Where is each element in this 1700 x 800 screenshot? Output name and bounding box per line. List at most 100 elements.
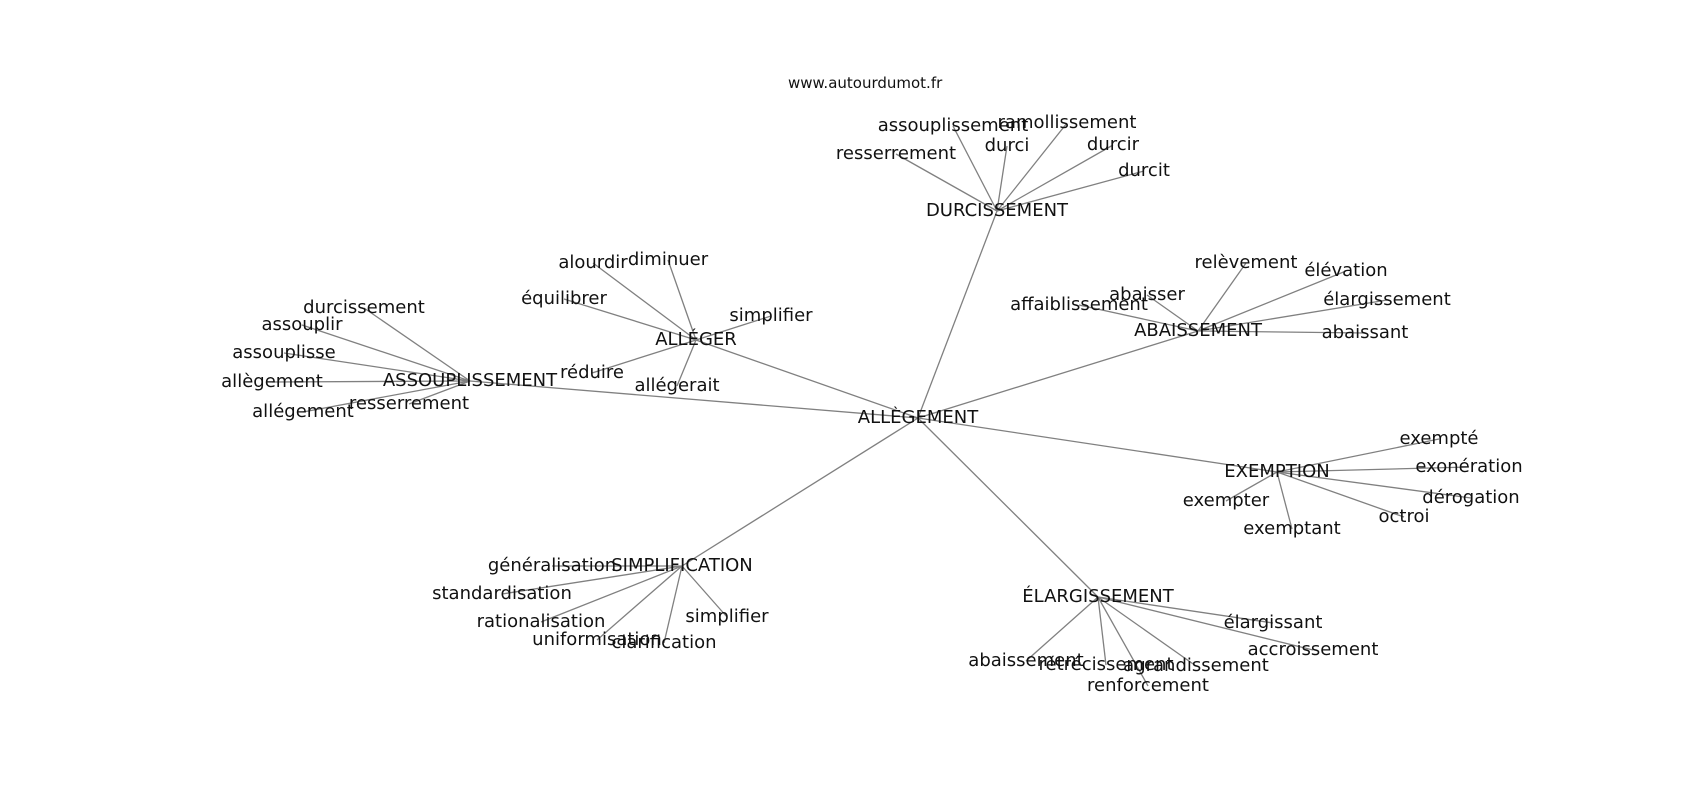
edge-hub-to-leaf bbox=[1097, 596, 1149, 687]
leaf-node-label[interactable]: exempter bbox=[1183, 490, 1270, 511]
leaf-node-label[interactable]: durci bbox=[985, 135, 1030, 156]
edge-hub-to-leaf bbox=[996, 145, 1008, 212]
hub-node-label[interactable]: EXEMPTION bbox=[1224, 461, 1329, 482]
edge-hub-to-leaf bbox=[1197, 299, 1388, 332]
root-node-label[interactable]: ALLÈGEMENT bbox=[858, 406, 979, 428]
leaf-node-label[interactable]: réduire bbox=[560, 362, 624, 383]
leaf-node-label[interactable]: allégerait bbox=[634, 375, 719, 396]
leaf-node-label[interactable]: abaissement bbox=[968, 650, 1083, 671]
edge-root-to-hub bbox=[681, 417, 919, 567]
leaf-node-label[interactable]: exemptant bbox=[1243, 518, 1340, 539]
leaf-node-label[interactable]: renforcement bbox=[1087, 675, 1209, 696]
leaf-node-label[interactable]: simplifier bbox=[729, 305, 813, 326]
leaf-node-label[interactable]: resserrement bbox=[349, 393, 469, 414]
edge-hub-to-leaf bbox=[996, 122, 1068, 212]
leaf-node-label[interactable]: exempté bbox=[1399, 428, 1478, 449]
leaf-node-label[interactable]: standardisation bbox=[432, 583, 572, 604]
edge-hub-to-leaf bbox=[1097, 596, 1197, 667]
hub-node-label[interactable]: SIMPLIFICATION bbox=[611, 555, 753, 576]
leaf-node-label[interactable]: rationalisation bbox=[477, 611, 606, 632]
leaf-node-label[interactable]: assouplir bbox=[261, 314, 343, 335]
leaf-node-label[interactable]: agrandissement bbox=[1123, 655, 1269, 676]
edge-root-to-hub bbox=[917, 210, 998, 419]
edge-hub-to-leaf bbox=[676, 339, 697, 387]
edge-hub-to-leaf bbox=[667, 259, 697, 341]
leaf-node-label[interactable]: exonération bbox=[1415, 456, 1522, 477]
hub-node-label[interactable]: ASSOUPLISSEMENT bbox=[383, 370, 558, 391]
edge-hub-to-leaf bbox=[596, 565, 683, 641]
leaf-node-label[interactable]: abaissant bbox=[1322, 322, 1409, 343]
leaf-node-label[interactable]: rétrécissement bbox=[1038, 654, 1173, 675]
edge-hub-to-leaf bbox=[1197, 270, 1347, 332]
leaf-node-label[interactable]: ramollissement bbox=[998, 112, 1137, 133]
edge-hub-to-leaf bbox=[1276, 471, 1472, 499]
graph-edges bbox=[271, 122, 1472, 687]
edge-root-to-hub bbox=[917, 417, 1278, 473]
leaf-node-label[interactable]: simplifier bbox=[685, 606, 769, 627]
edge-hub-to-leaf bbox=[1276, 471, 1293, 530]
edge-root-to-hub bbox=[917, 330, 1199, 419]
edge-hub-to-leaf bbox=[363, 307, 471, 382]
edge-root-to-hub bbox=[917, 417, 1099, 598]
hub-node-label[interactable]: ABAISSEMENT bbox=[1134, 320, 1263, 341]
edge-hub-to-leaf bbox=[1197, 330, 1366, 334]
leaf-node-label[interactable]: resserrement bbox=[836, 143, 956, 164]
edge-hub-to-leaf bbox=[591, 339, 697, 374]
leaf-node-label[interactable]: uniformisation bbox=[532, 629, 662, 650]
leaf-node-label[interactable]: dérogation bbox=[1422, 487, 1519, 508]
edge-hub-to-leaf bbox=[996, 144, 1114, 212]
edge-hub-to-leaf bbox=[996, 170, 1145, 212]
leaf-node-label[interactable]: abaisser bbox=[1109, 284, 1185, 305]
edge-hub-to-leaf bbox=[1097, 596, 1274, 624]
edge-hub-to-leaf bbox=[540, 565, 683, 623]
leaf-node-label[interactable]: octroi bbox=[1379, 506, 1430, 527]
leaf-node-label[interactable]: durcissement bbox=[303, 297, 425, 318]
hub-node-label[interactable]: ÉLARGISSEMENT bbox=[1022, 585, 1174, 607]
leaf-node-label[interactable]: alourdir bbox=[558, 252, 628, 273]
leaf-node-label[interactable]: relèvement bbox=[1195, 252, 1298, 273]
edge-hub-to-leaf bbox=[501, 565, 683, 595]
edge-hub-to-leaf bbox=[1276, 438, 1440, 473]
edge-hub-to-leaf bbox=[681, 565, 728, 618]
hub-node-label[interactable]: DURCISSEMENT bbox=[926, 200, 1069, 221]
leaf-node-label[interactable]: élargissant bbox=[1224, 612, 1323, 633]
edge-hub-to-leaf bbox=[1225, 471, 1278, 502]
edge-hub-to-leaf bbox=[1146, 294, 1199, 332]
edge-hub-to-leaf bbox=[592, 262, 697, 341]
leaf-node-label[interactable]: élévation bbox=[1304, 260, 1387, 281]
edge-hub-to-leaf bbox=[408, 380, 471, 405]
edge-hub-to-leaf bbox=[283, 352, 471, 382]
leaf-node-label[interactable]: assouplissement bbox=[878, 115, 1029, 136]
leaf-node-label[interactable]: généralisation bbox=[488, 555, 616, 576]
edge-hub-to-leaf bbox=[663, 565, 683, 644]
leaf-node-label[interactable]: clarification bbox=[611, 632, 716, 653]
edge-hub-to-leaf bbox=[1078, 304, 1199, 332]
leaf-node-label[interactable]: assouplisse bbox=[232, 342, 335, 363]
edge-hub-to-leaf bbox=[1097, 596, 1107, 666]
leaf-node-label[interactable]: affaiblissement bbox=[1010, 294, 1148, 315]
edge-hub-to-leaf bbox=[952, 125, 998, 212]
edge-hub-to-leaf bbox=[302, 380, 471, 413]
edge-hub-to-leaf bbox=[563, 298, 697, 341]
edge-hub-to-leaf bbox=[895, 153, 998, 212]
leaf-node-label[interactable]: diminuer bbox=[628, 249, 709, 270]
edge-hub-to-leaf bbox=[301, 324, 471, 382]
site-watermark: www.autourdumot.fr bbox=[788, 74, 943, 92]
leaf-node-label[interactable]: durcir bbox=[1087, 134, 1140, 155]
edge-hub-to-leaf bbox=[1097, 596, 1314, 651]
leaf-node-label[interactable]: accroissement bbox=[1248, 639, 1379, 660]
leaf-node-label[interactable]: élargissement bbox=[1323, 289, 1451, 310]
edge-root-to-hub bbox=[469, 380, 919, 419]
leaf-node-label[interactable]: allègement bbox=[221, 371, 323, 392]
leaf-node-label[interactable]: allégement bbox=[252, 401, 354, 422]
edge-hub-to-leaf bbox=[1276, 466, 1470, 473]
leaf-node-label[interactable]: équilibrer bbox=[521, 288, 607, 309]
edge-hub-to-leaf bbox=[1197, 262, 1247, 332]
hub-node-label[interactable]: ALLÉGER bbox=[655, 328, 737, 350]
edge-hub-to-leaf bbox=[271, 380, 471, 383]
edge-root-to-hub bbox=[695, 339, 919, 419]
edge-hub-to-leaf bbox=[1276, 471, 1405, 518]
leaf-node-label[interactable]: durcit bbox=[1118, 160, 1170, 181]
edge-hub-to-leaf bbox=[695, 315, 772, 341]
